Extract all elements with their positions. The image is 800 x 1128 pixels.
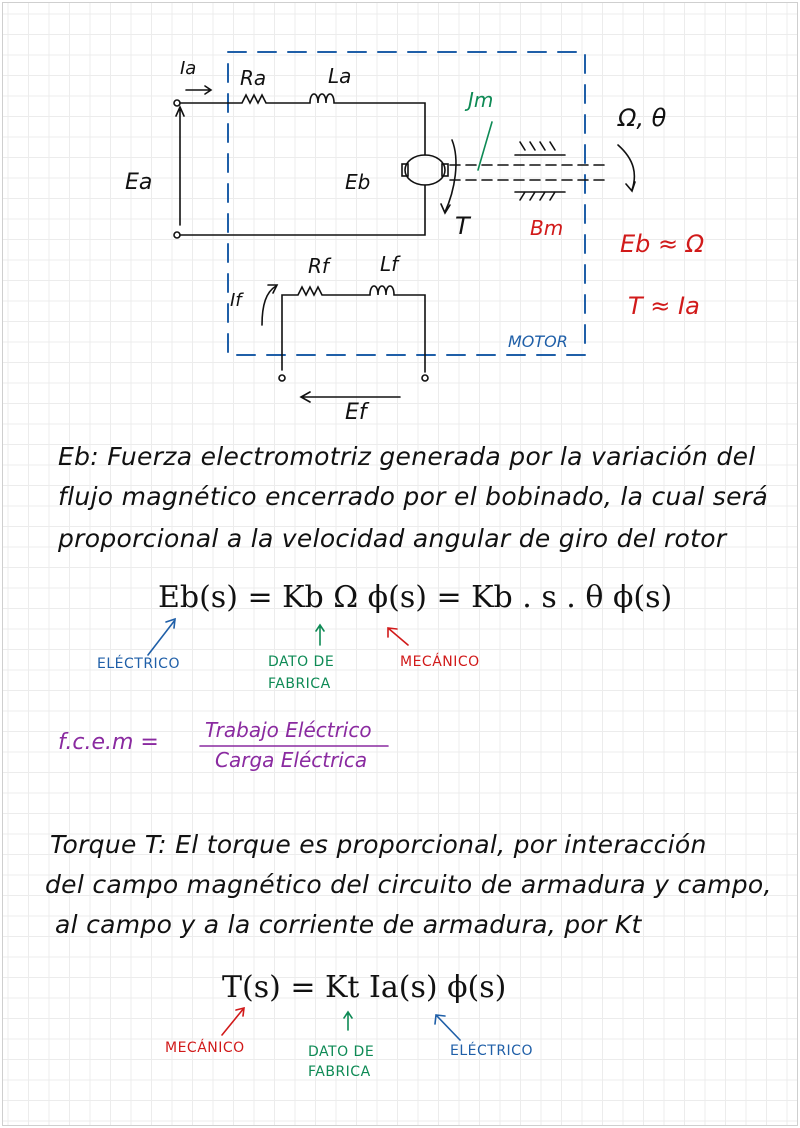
eb-label-mecanico: MECÁNICO xyxy=(400,654,480,670)
jm-pointer xyxy=(477,121,493,171)
label-ea: Ea xyxy=(125,170,153,195)
shaft xyxy=(449,164,606,181)
relation-eb-omega: Eb ≈ Ω xyxy=(620,230,705,258)
t-label-dato: DATO DE xyxy=(308,1044,375,1060)
field-wire xyxy=(281,285,426,373)
rotation-arrow xyxy=(617,144,636,193)
label-ef: Ef xyxy=(345,400,367,425)
eb-dato-arrow xyxy=(315,623,325,646)
fcem-lhs: f.c.e.m = xyxy=(58,730,159,755)
ea-arrow xyxy=(175,105,185,226)
fcem-denominator: Carga Eléctrica xyxy=(215,748,368,772)
label-motor: MOTOR xyxy=(508,332,568,351)
relation-t-ia: T ≈ Ia xyxy=(628,292,700,320)
torque-paragraph-line: del campo magnético del circuito de arma… xyxy=(45,870,772,899)
eb-label-fabrica: FABRICA xyxy=(268,676,331,692)
label-lf: Lf xyxy=(380,252,399,276)
eb-paragraph-line: Eb: Fuerza electromotriz generada por la… xyxy=(58,442,756,471)
label-jm: Jm xyxy=(468,88,494,112)
t-mecanico-arrow xyxy=(221,1006,245,1036)
armature-wire xyxy=(179,93,426,156)
label-la: La xyxy=(328,64,352,88)
label-bm: Bm xyxy=(530,216,564,240)
torque-paragraph-line: al campo y a la corriente de armadura, p… xyxy=(55,910,642,939)
t-dato-arrow xyxy=(343,1010,353,1031)
torque-paragraph-line: Torque T: El torque es proporcional, por… xyxy=(50,830,707,859)
if-arrow xyxy=(261,284,279,326)
eb-paragraph-line: flujo magnético encerrado por el bobinad… xyxy=(58,482,769,511)
motor-symbol xyxy=(404,154,446,186)
eb-equation: Eb(s) = Kb Ω ϕ(s) = Kb . s . θ ϕ(s) xyxy=(158,580,673,615)
label-ia: Ia xyxy=(180,58,197,79)
label-ra: Ra xyxy=(240,66,267,90)
eb-label-dato: DATO DE xyxy=(268,654,335,670)
ef-arrow xyxy=(299,391,401,403)
armature-return-wire xyxy=(179,184,426,236)
label-eb: Eb xyxy=(345,170,371,194)
torque-equation: T(s) = Kt Ia(s) ϕ(s) xyxy=(222,970,507,1005)
label-if: If xyxy=(230,290,242,311)
bearing-bottom xyxy=(514,191,566,201)
fcem-numerator: Trabajo Eléctrico xyxy=(205,718,372,742)
terminal-bottom xyxy=(173,231,181,239)
eb-electrico-arrow xyxy=(147,617,176,656)
terminal-top xyxy=(173,99,181,107)
label-t: T xyxy=(455,212,470,240)
t-electrico-arrow xyxy=(434,1014,461,1041)
eb-label-electrico: ELÉCTRICO xyxy=(97,656,180,672)
label-rf: Rf xyxy=(308,254,329,278)
t-label-mecanico: MECÁNICO xyxy=(165,1040,245,1056)
torque-arrow xyxy=(440,139,457,215)
label-omega-theta: Ω, θ xyxy=(618,104,667,132)
ia-arrow xyxy=(185,85,213,95)
eb-mecanico-arrow xyxy=(387,627,409,646)
t-label-electrico: ELÉCTRICO xyxy=(450,1043,533,1059)
t-label-fabrica: FABRICA xyxy=(308,1064,371,1080)
eb-paragraph-line: proporcional a la velocidad angular de g… xyxy=(58,524,727,553)
bearing-top xyxy=(514,141,566,156)
